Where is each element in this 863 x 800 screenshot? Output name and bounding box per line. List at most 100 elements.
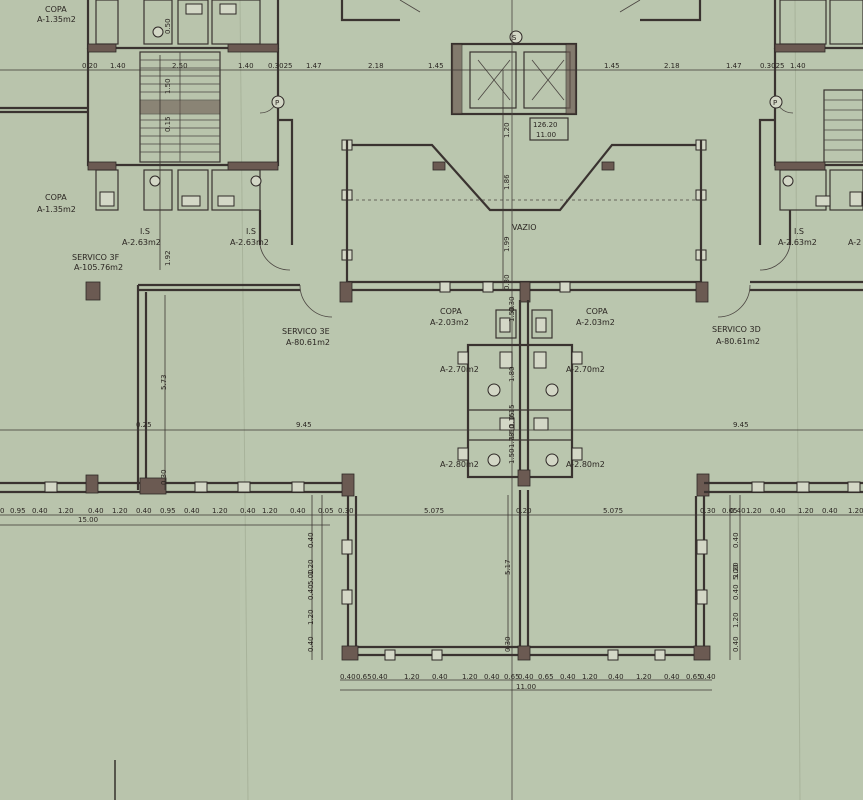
dimension-value: 0.40 [340,673,356,681]
sheet-edge [239,0,249,800]
dimension-value: 1.99 [503,236,511,252]
dimension-value: 0.40 [240,507,256,515]
dimension-value: 0.40 [770,507,786,515]
dimension-value: 0.65 [538,673,554,681]
room-area-servico-3d: A-80.61m2 [716,337,760,346]
dimension-value: 1.20 [307,559,315,575]
dimension-value: 0.40 [307,636,315,652]
dimension-value: 0.40 [290,507,306,515]
room-name-copa: COPA [45,5,67,14]
dimension-value: 0.65 [356,673,372,681]
dimension-value: 0 [0,507,4,515]
dimension-value: 1.40 [238,62,254,70]
dimension-value: 0.50 [164,18,172,34]
dimension-value: 1.78 [508,432,516,448]
dimension-value: 1.45 [428,62,444,70]
dimension-value: 0.95 [10,507,26,515]
dims-bottom-left-row: 0 0.95 0.40 1.20 0.40 1.20 0.40 0.95 0.40 1.20 0.4… [0,507,354,515]
door-p-label: P [275,99,279,107]
dimension-value: 0.40 [560,673,576,681]
room-labels: COPA A-1.35m2 COPA A-1.35m2 I.S A-2.63m2… [37,5,861,469]
dimension-value: 2.18 [368,62,384,70]
dimension-value: 1.20 [404,673,420,681]
dimension-value: 0.40 [664,673,680,681]
dimension-value: 1.20 [112,507,128,515]
dimension-value: 0.40 [432,673,448,681]
room-area-copa: A-1.35m2 [37,15,76,24]
room-name-servico-3d: SERVICO 3D [712,325,761,334]
dimension-value: 0.40 [372,673,388,681]
dimension-value: 0.15 [164,116,172,132]
dimension-value: 0.30 [503,274,511,290]
dimension-value: 1.80 [508,366,516,382]
dims-wing-left-vertical: 5.000.401.200.401.200.40 [307,532,315,652]
room-area-is: A-2.70m2 [566,365,605,374]
dimension-value: 2.50 [172,62,188,70]
room-name-is: I.S [794,227,804,236]
sheet-edge [794,0,801,800]
door-p-label: P [773,99,777,107]
room-area-is: A-2.63m2 [230,238,269,247]
dimension-value: 1.47 [306,62,322,70]
room-name-servico-3f: SERVICO 3F [72,253,120,262]
dimension-value: 0.40 [32,507,48,515]
dimension-value: 0.40 [732,584,740,600]
dimension-value: 1.20 [462,673,478,681]
room-area-is: A-2.80m2 [566,460,605,469]
dimension-value: 1.45 [604,62,620,70]
dimension-value: 0.65 [686,673,702,681]
dimension-value: 0.95 [160,507,176,515]
dimension-value: 0.15 [508,404,516,420]
dimension-value: 1.20 [582,673,598,681]
dimension-value: 1.20 [732,562,740,578]
room-area-copa: A-1.35m2 [37,205,76,214]
dimension-value: 1.20 [732,612,740,628]
room-area-is: A-2 [848,238,861,247]
dimension-value: 1.40 [110,62,126,70]
dim-bottom-total: 11.00 [516,683,536,691]
dimension-value: 0.65 [504,673,520,681]
dim-517: 5.17 [504,559,512,575]
dimension-value: 0.40 [732,532,740,548]
dimension-value: 0.40 [88,507,104,515]
room-area-is: A-2.63m2 [778,238,817,247]
room-area-is: A-2.63m2 [122,238,161,247]
elevator-box-line2: 11.00 [536,131,556,139]
dimension-lines [0,55,863,800]
left-stair-block: P [0,0,294,271]
dimension-value: 1.20 [636,673,652,681]
dimension-value: 1.20 [848,507,863,515]
dimension-value: 1.47 [726,62,742,70]
dimension-value: 1.92 [164,250,172,266]
dim-945-left: 9.45 [296,421,312,429]
dimension-value: 5.00 [732,564,740,580]
lower-wing [341,473,863,661]
dimension-value: 0.40 [822,507,838,515]
elevator-mark: S [512,34,517,42]
dimension-value: 0.40 [136,507,152,515]
dimension-value: 0.40 [700,673,716,681]
dims-wing-right-vertical: 0.401.200.401.200.405.00 [732,532,740,652]
dimension-value: 1.50 [508,306,516,322]
dimension-value: 0.40 [484,673,500,681]
dimension-value: 0.3025 [760,62,785,70]
dimension-value: 0.40 [608,673,624,681]
dimension-value: 1.20 [798,507,814,515]
dimension-value: 0.3025 [268,62,293,70]
room-area-copa: A-2.03m2 [430,318,469,327]
dimension-value: 0.40 [307,532,315,548]
dimension-value: 5.00 [307,569,315,585]
room-area-servico-3e: A-80.61m2 [286,338,330,347]
room-name-copa: COPA [45,193,67,202]
dimension-value: 1.20 [307,609,315,625]
dimension-value: 1.20 [262,507,278,515]
dimension-value: 1.40 [790,62,806,70]
dim-573: 5.73 [160,374,168,390]
dimension-value: 0.40 [184,507,200,515]
dimension-value: 0.40 [518,673,534,681]
servico-3e-room [0,285,345,495]
dimension-value: 1.20 [58,507,74,515]
room-area-copa: A-2.03m2 [576,318,615,327]
dimension-value: 0.05 [318,507,334,515]
